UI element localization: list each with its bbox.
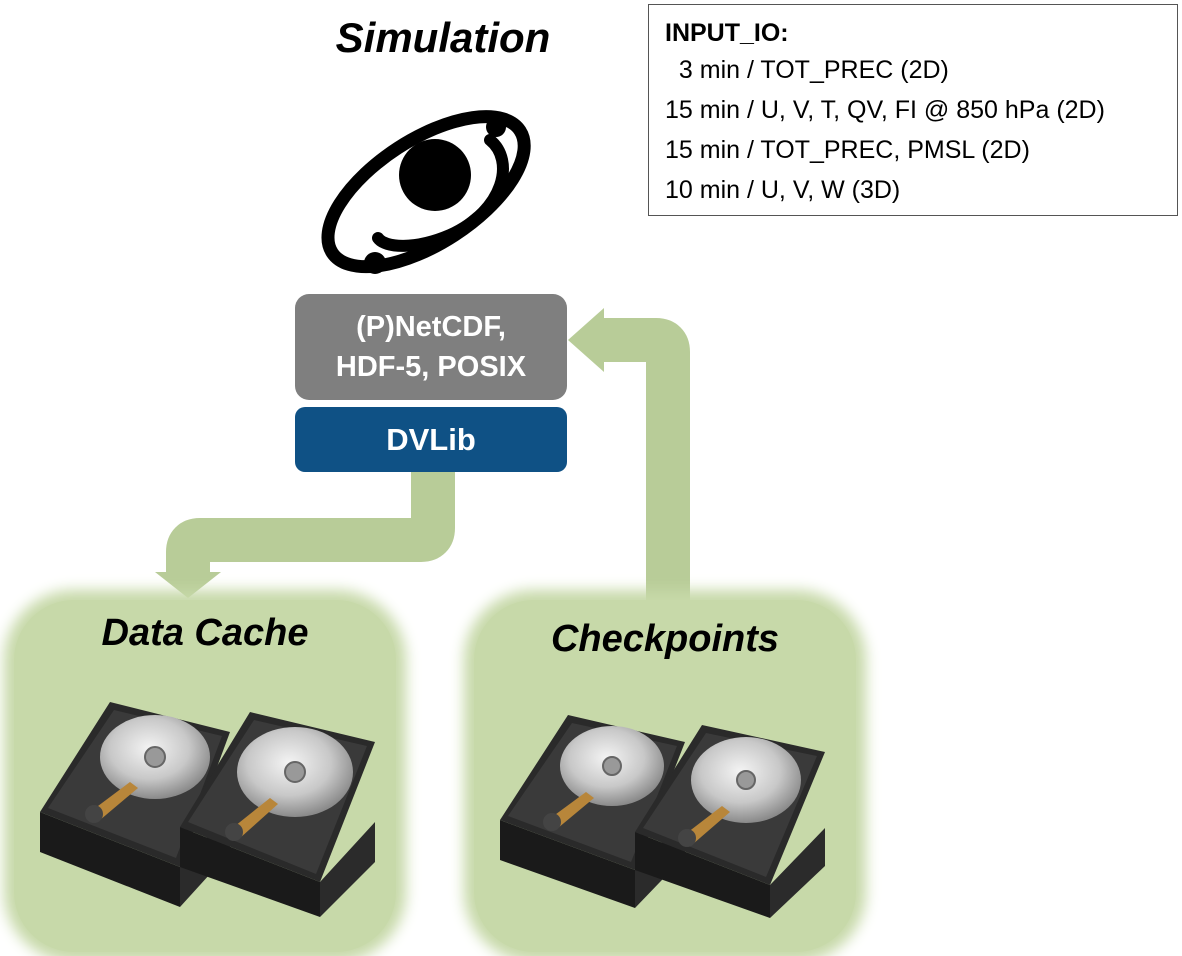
io-layer-line1: (P)NetCDF, xyxy=(356,311,506,343)
input-io-line: 15 min / U, V, T, QV, FI @ 850 hPa (2D) xyxy=(665,96,1105,124)
hard-drive-icon xyxy=(500,715,825,918)
input-io-line: 3 min / TOT_PREC (2D) xyxy=(665,56,949,84)
io-layer-line2: HDF-5, POSIX xyxy=(335,351,527,383)
orbit-icon xyxy=(321,110,531,274)
checkpoints-title: Checkpoints xyxy=(550,618,780,660)
arrow-to-data-cache xyxy=(166,470,455,575)
dvlib-box: DVLib xyxy=(295,407,567,472)
data-cache-title: Data Cache xyxy=(101,612,309,654)
input-io-box: INPUT_IO: 3 min / TOT_PREC (2D) 15 min /… xyxy=(648,4,1178,216)
arrow-from-checkpoints xyxy=(600,318,690,612)
dvlib-label: DVLib xyxy=(386,421,476,457)
arrow-head-down xyxy=(155,572,221,598)
io-layer-box: (P)NetCDF, HDF-5, POSIX xyxy=(295,294,567,400)
input-io-title: INPUT_IO: xyxy=(665,19,789,47)
input-io-line: 15 min / TOT_PREC, PMSL (2D) xyxy=(665,136,1030,164)
hard-drive-icon xyxy=(40,702,375,917)
input-io-line: 10 min / U, V, W (3D) xyxy=(665,176,901,204)
arrow-head-left xyxy=(568,308,604,372)
simulation-title: Simulation xyxy=(335,14,551,61)
